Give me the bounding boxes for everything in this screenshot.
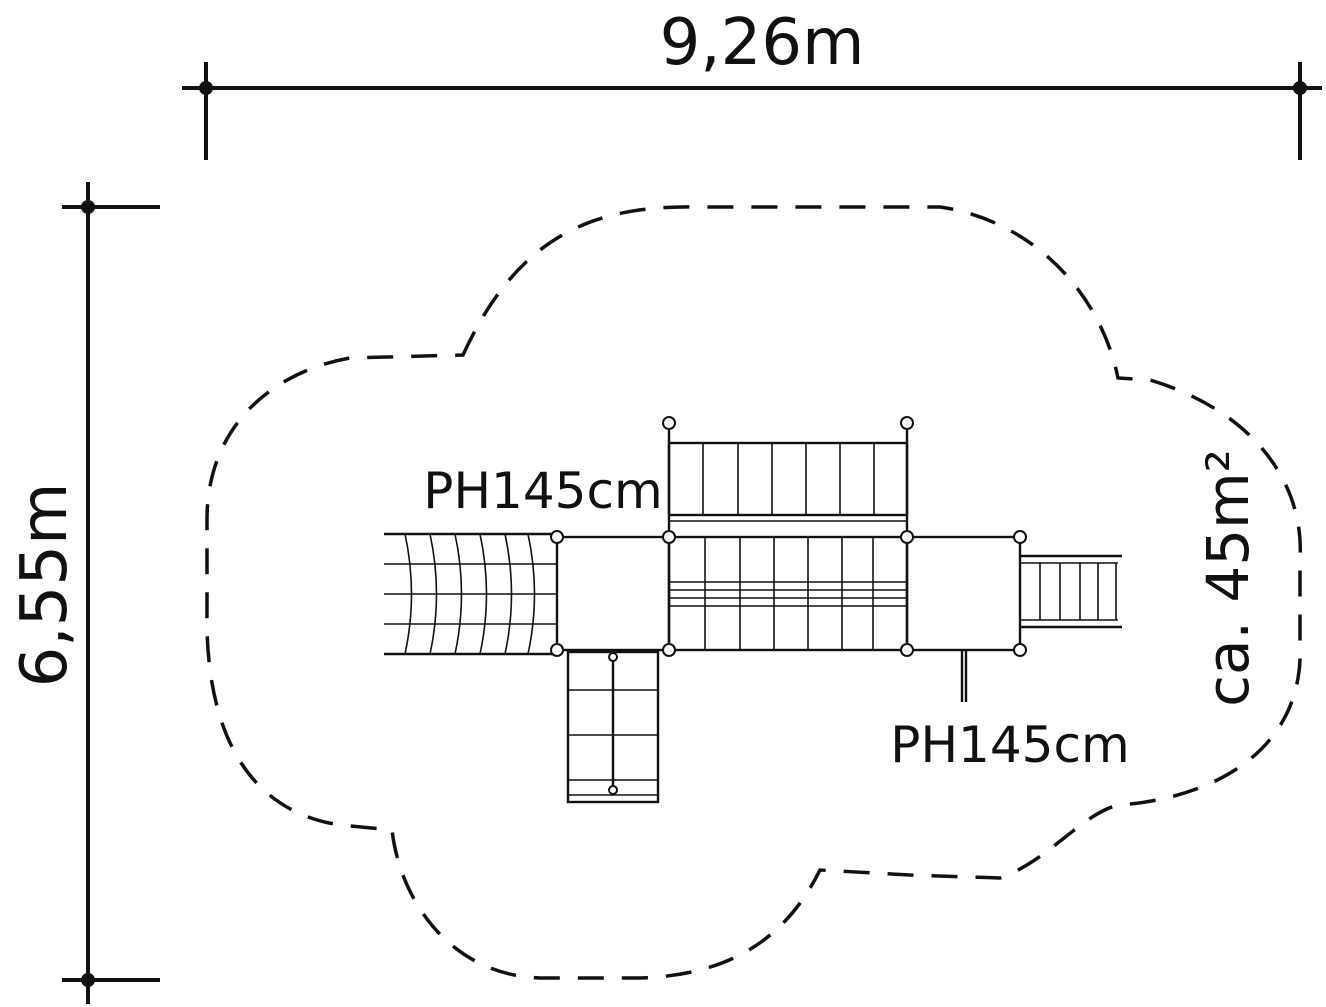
play-structure	[384, 416, 1122, 804]
width-label: 9,26m	[660, 6, 865, 80]
posts	[550, 416, 1027, 795]
upper-platform-height-label: PH145cm	[423, 462, 662, 520]
safety-area-boundary	[205, 205, 1303, 980]
height-dimension: 6,55m	[8, 182, 160, 1004]
ladder	[1020, 554, 1122, 629]
width-dimension: 9,26m	[182, 6, 1322, 160]
left-platform	[555, 535, 671, 652]
support-post	[960, 650, 968, 702]
right-platform	[905, 535, 1022, 652]
center-bridge	[667, 535, 909, 652]
slide	[566, 650, 660, 804]
lower-platform-height-label: PH145cm	[890, 716, 1129, 774]
top-railing	[667, 423, 909, 537]
height-label: 6,55m	[8, 483, 82, 688]
climbing-net	[384, 532, 557, 656]
area-label: ca. 45m²	[1194, 449, 1262, 707]
